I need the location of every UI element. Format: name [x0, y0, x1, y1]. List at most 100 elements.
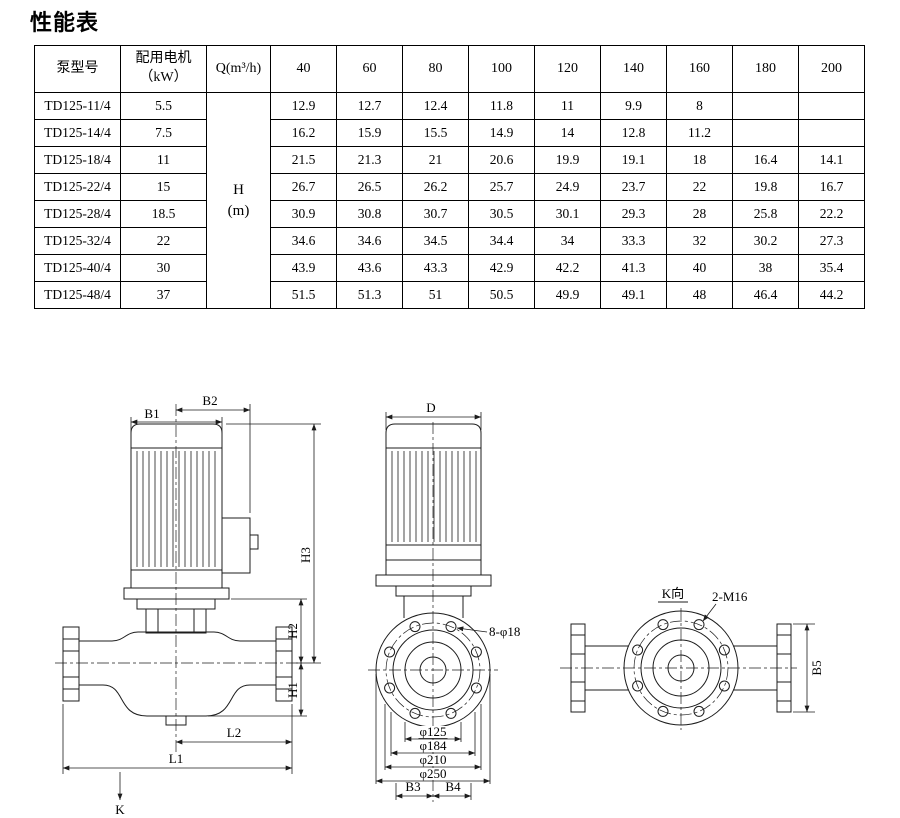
col-header-flow-140: 140	[600, 45, 667, 93]
terminal-box	[221, 517, 259, 574]
pump-top-view: K向 2-M16	[560, 586, 824, 730]
motor-stool	[123, 587, 230, 634]
head-value-cell: 25.7	[468, 173, 535, 201]
head-value-cell: 51.5	[270, 281, 337, 309]
head-value-cell: 12.7	[336, 92, 403, 120]
dim-label-b4: B4	[445, 779, 461, 794]
head-value-cell: 15.9	[336, 119, 403, 147]
dim-label-b2: B2	[202, 393, 217, 408]
motor-power-cell: 5.5	[120, 92, 207, 120]
head-value-cell: 22	[666, 173, 733, 201]
head-value-cell: 24.9	[534, 173, 601, 201]
head-value-cell: 30.8	[336, 200, 403, 228]
head-value-cell: 50.5	[468, 281, 535, 309]
head-value-cell: 21.3	[336, 146, 403, 174]
head-value-cell: 11	[534, 92, 601, 120]
front-view-dimensions: D 8-φ18 φ125 φ184 φ210	[375, 400, 520, 800]
view-arrow-label-k: K	[115, 802, 125, 817]
head-value-cell: 29.3	[600, 200, 667, 228]
head-value-cell: 43.9	[270, 254, 337, 282]
dim-label-h1: H1	[285, 682, 300, 698]
head-value-cell	[732, 119, 799, 147]
head-value-cell: 30.7	[402, 200, 469, 228]
head-value-cell	[732, 92, 799, 120]
motor-power-cell: 11	[120, 146, 207, 174]
dim-label-d: D	[426, 400, 435, 415]
head-value-cell: 38	[732, 254, 799, 282]
dim-label-d184: φ184	[419, 738, 447, 753]
bolt-circle	[385, 622, 481, 718]
head-value-cell: 20.6	[468, 146, 535, 174]
header-row: 泵型号 配用电机 （kW） Q(m³/h) 40 60 80 100 120 1…	[34, 45, 865, 93]
head-value-cell: 11.2	[666, 119, 733, 147]
pump-model-cell: TD125-32/4	[34, 227, 121, 255]
col-header-motor-power: 配用电机 （kW）	[120, 45, 207, 93]
head-value-cell: 23.7	[600, 173, 667, 201]
motor-power-cell: 30	[120, 254, 207, 282]
pump-model-cell: TD125-40/4	[34, 254, 121, 282]
head-value-cell: 12.4	[402, 92, 469, 120]
top-view-dimensions: B5	[793, 623, 824, 713]
head-value-cell: 44.2	[798, 281, 865, 309]
head-value-cell: 16.4	[732, 146, 799, 174]
head-value-cell: 21.5	[270, 146, 337, 174]
pump-casing-side	[62, 626, 293, 726]
dim-label-l2: L2	[227, 725, 241, 740]
head-value-cell: 34	[534, 227, 601, 255]
motor-power-cell: 7.5	[120, 119, 207, 147]
head-value-cell: 40	[666, 254, 733, 282]
col-header-flow: Q(m³/h)	[206, 45, 271, 93]
dim-label-b1: B1	[144, 406, 159, 421]
head-value-cell: 34.6	[270, 227, 337, 255]
head-value-cell: 30.9	[270, 200, 337, 228]
head-value-cell: 42.9	[468, 254, 535, 282]
head-value-cell: 30.1	[534, 200, 601, 228]
col-header-flow-40: 40	[270, 45, 337, 93]
dim-label-d210: φ210	[419, 752, 446, 767]
head-value-cell: 28	[666, 200, 733, 228]
head-value-cell: 9.9	[600, 92, 667, 120]
dim-label-l1: L1	[169, 751, 183, 766]
head-value-cell: 18	[666, 146, 733, 174]
head-value-cell: 34.5	[402, 227, 469, 255]
col-header-flow-100: 100	[468, 45, 535, 93]
col-header-flow-160: 160	[666, 45, 733, 93]
pump-model-cell: TD125-28/4	[34, 200, 121, 228]
head-value-cell: 49.1	[600, 281, 667, 309]
head-value-cell: 22.2	[798, 200, 865, 228]
head-value-cell: 49.9	[534, 281, 601, 309]
view-label-k: K向	[662, 586, 684, 601]
head-value-cell: 34.6	[336, 227, 403, 255]
head-value-cell: 51	[402, 281, 469, 309]
dim-label-b3: B3	[405, 779, 420, 794]
head-value-cell: 43.6	[336, 254, 403, 282]
pump-dimension-drawings: B2 B1 H3 H2 H1 L2 L1	[55, 393, 824, 817]
col-header-flow-80: 80	[402, 45, 469, 93]
side-view-dimensions: B2 B1 H3 H2 H1 L2 L1	[62, 393, 321, 817]
head-value-cell: 14.1	[798, 146, 865, 174]
motor-power-cell: 18.5	[120, 200, 207, 228]
head-value-cell	[798, 92, 865, 120]
dim-label-h2: H2	[285, 623, 300, 639]
motor-power-cell: 15	[120, 173, 207, 201]
head-value-cell: 21	[402, 146, 469, 174]
pump-model-cell: TD125-18/4	[34, 146, 121, 174]
dim-label-d250: φ250	[419, 766, 446, 781]
performance-table: 泵型号 配用电机 （kW） Q(m³/h) 40 60 80 100 120 1…	[34, 45, 865, 309]
col-header-flow-180: 180	[732, 45, 799, 93]
head-value-cell: 26.5	[336, 173, 403, 201]
page-title: 性能表	[30, 11, 100, 36]
head-value-cell: 26.2	[402, 173, 469, 201]
head-value-cell: 27.3	[798, 227, 865, 255]
head-unit-cell: H (m)	[206, 92, 271, 309]
pump-casing-top	[570, 610, 792, 726]
head-value-cell: 19.1	[600, 146, 667, 174]
pump-model-cell: TD125-22/4	[34, 173, 121, 201]
